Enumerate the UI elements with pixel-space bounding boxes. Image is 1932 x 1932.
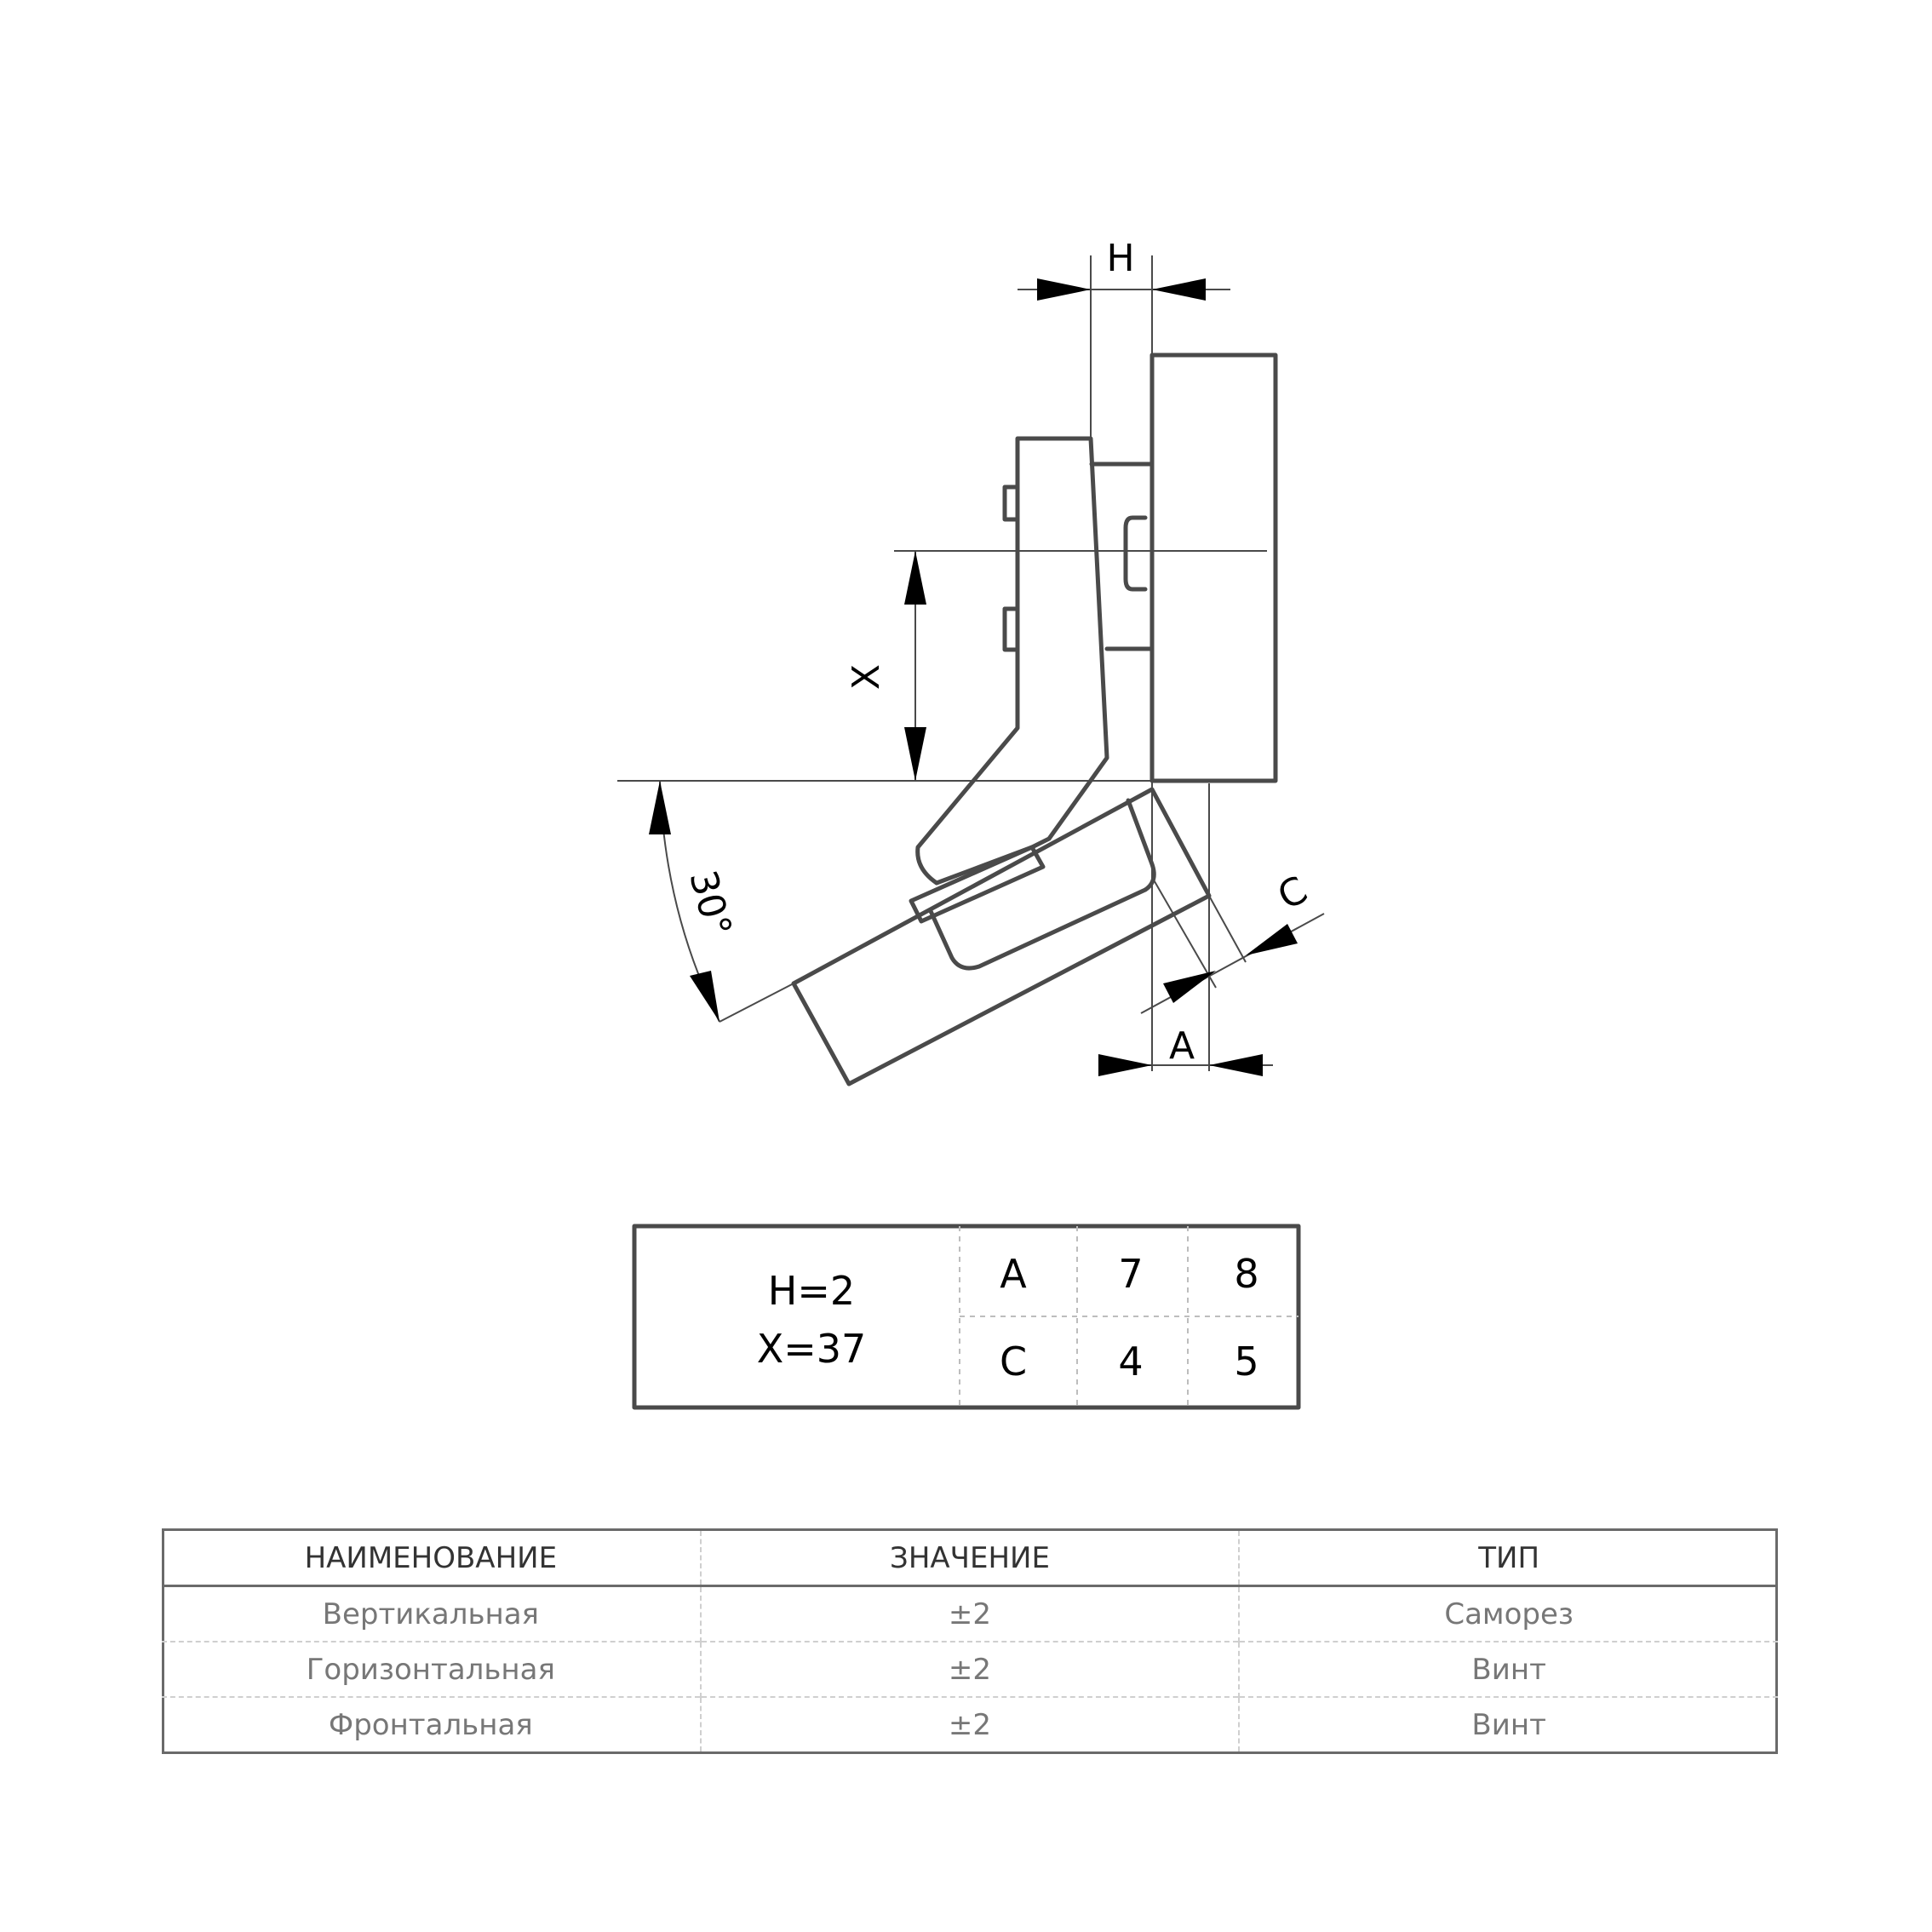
table-row: Вертикальная ±2 Саморез bbox=[162, 1585, 1778, 1642]
header-value: ЗНАЧЕНИЕ bbox=[699, 1528, 1240, 1587]
table-header-row: НАИМЕНОВАНИЕ ЗНАЧЕНИЕ ТИП bbox=[162, 1528, 1778, 1587]
cell-type: Саморез bbox=[1238, 1585, 1778, 1642]
label-c: C bbox=[1271, 868, 1315, 918]
cell-value: ±2 bbox=[699, 1641, 1240, 1697]
params-row-a-label: A bbox=[1000, 1251, 1027, 1297]
hinge-cup bbox=[928, 798, 1156, 971]
cell-value: ±2 bbox=[699, 1585, 1240, 1642]
cell-name: Фронтальная bbox=[162, 1696, 701, 1754]
arrow-angle-top bbox=[649, 781, 671, 834]
arm-tab-upper bbox=[1002, 484, 1020, 522]
arrow-x-top bbox=[904, 551, 926, 605]
arm-tab-lower bbox=[1002, 606, 1020, 652]
ext-line-angle bbox=[719, 983, 794, 1023]
door-panel bbox=[791, 787, 1212, 1086]
table-row: Горизонтальная ±2 Винт bbox=[162, 1641, 1778, 1697]
cell-type: Винт bbox=[1238, 1696, 1778, 1754]
label-a: A bbox=[1169, 1024, 1195, 1068]
header-name: НАИМЕНОВАНИЕ bbox=[162, 1528, 701, 1587]
params-row-a-v1: 7 bbox=[1118, 1251, 1143, 1297]
cell-name: Горизонтальная bbox=[162, 1641, 701, 1697]
params-row-a-v2: 8 bbox=[1234, 1251, 1258, 1297]
mounting-screw bbox=[1123, 515, 1148, 592]
adjustment-table: НАИМЕНОВАНИЕ ЗНАЧЕНИЕ ТИП Вертикальная ±… bbox=[162, 1528, 1778, 1754]
dim-line-c bbox=[1140, 913, 1325, 1014]
table-row: Фронтальная ±2 Винт bbox=[162, 1696, 1778, 1754]
mounting-plate bbox=[1089, 462, 1155, 651]
ext-line-c-1 bbox=[1151, 876, 1217, 989]
cell-value: ±2 bbox=[699, 1696, 1240, 1754]
arrow-a-right bbox=[1209, 1054, 1263, 1076]
label-x: X bbox=[845, 664, 888, 690]
cabinet-panel bbox=[1149, 353, 1278, 783]
params-h-value: H=2 bbox=[768, 1268, 855, 1314]
ext-line-c-2 bbox=[1208, 895, 1247, 963]
params-row-c-v1: 4 bbox=[1118, 1339, 1143, 1385]
params-row-c-label: C bbox=[1000, 1339, 1027, 1385]
label-h: H bbox=[1106, 237, 1134, 280]
arrow-c-lower bbox=[1163, 971, 1216, 1003]
cup-flange bbox=[909, 845, 1046, 924]
label-angle: 30° bbox=[680, 866, 739, 942]
arrow-angle-bottom bbox=[690, 971, 719, 1022]
arrow-c-upper bbox=[1246, 924, 1298, 955]
arrow-x-bottom bbox=[904, 727, 926, 781]
cell-type: Винт bbox=[1238, 1641, 1778, 1697]
arrow-h-left bbox=[1037, 278, 1091, 301]
hinge-arm bbox=[915, 436, 1109, 886]
arrow-a-left bbox=[1098, 1054, 1152, 1076]
cell-name: Вертикальная bbox=[322, 1597, 540, 1631]
arrow-h-right bbox=[1152, 278, 1206, 301]
params-x-value: X=37 bbox=[757, 1326, 867, 1372]
header-type: ТИП bbox=[1238, 1528, 1778, 1587]
params-row-c-v2: 5 bbox=[1234, 1339, 1258, 1385]
